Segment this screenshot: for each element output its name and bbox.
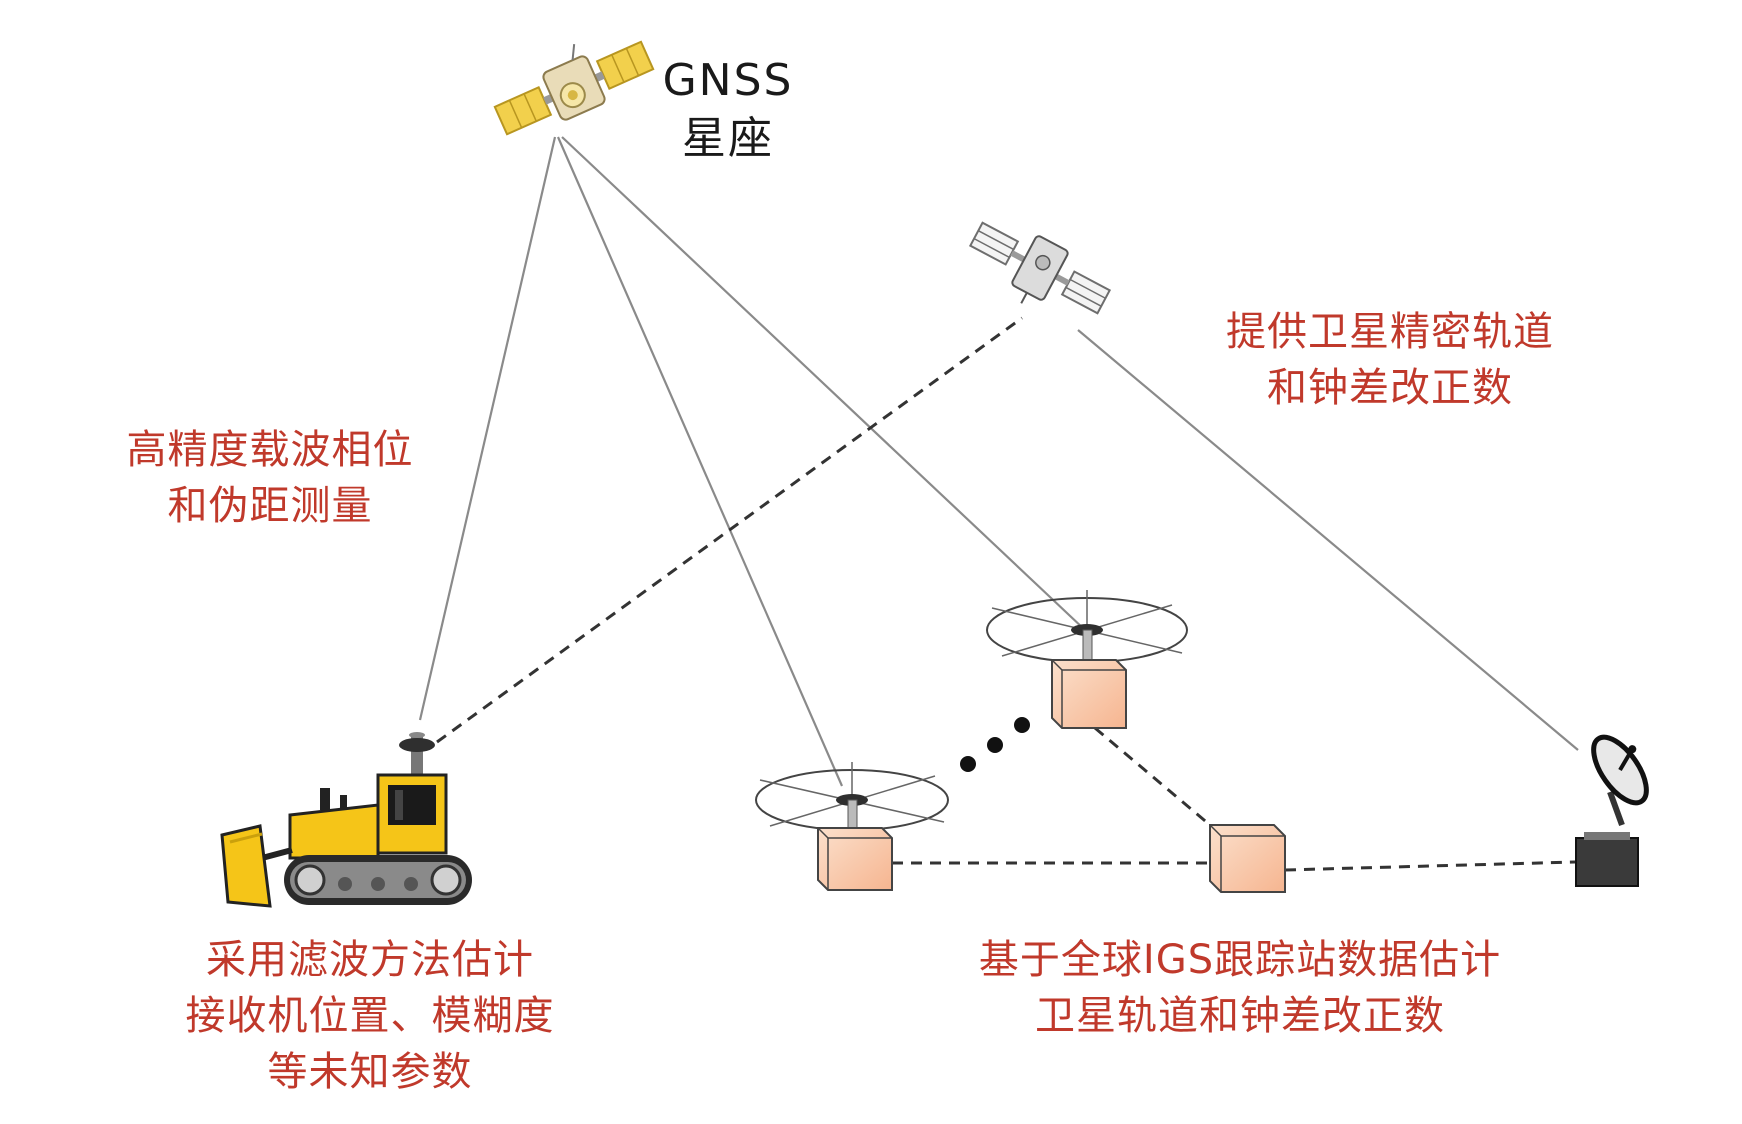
ellipsis-dot <box>1014 717 1030 733</box>
dashed-link-center-dish <box>1284 860 1576 872</box>
signal-line-dish <box>1077 329 1579 751</box>
ground-dish-icon <box>1575 734 1649 887</box>
igs-annotation-line1: 基于全球IGS跟踪站数据估计 <box>978 937 1502 983</box>
bulldozer-icon <box>220 732 472 908</box>
gnss-constellation-label: GNSS 星座 <box>648 52 808 168</box>
measurement-annotation-line2: 和伪距测量 <box>167 483 373 529</box>
igs-station-icon <box>1209 824 1286 893</box>
correction-annotation: 提供卫星精密轨道 和钟差改正数 <box>1180 304 1600 416</box>
measurement-annotation: 高精度载波相位 和伪距测量 <box>80 422 460 534</box>
signal-line-station-left <box>556 136 844 787</box>
receiver-annotation: 采用滤波方法估计 接收机位置、模糊度 等未知参数 <box>150 932 590 1100</box>
ellipsis-dot <box>987 737 1003 753</box>
correction-satellite-icon <box>968 221 1112 315</box>
signal-lines <box>418 136 1579 787</box>
dashed-link-station-top-center <box>1094 726 1211 827</box>
igs-annotation-line2: 卫星轨道和钟差改正数 <box>1035 993 1445 1039</box>
igs-station-icon <box>755 762 949 891</box>
receiver-annotation-line3: 等未知参数 <box>267 1049 473 1095</box>
signal-line-bulldozer <box>418 136 557 721</box>
correction-annotation-line2: 和钟差改正数 <box>1267 365 1513 411</box>
igs-station-icon <box>986 590 1188 729</box>
correction-annotation-line1: 提供卫星精密轨道 <box>1226 309 1554 355</box>
constellation-label-line1: GNSS <box>662 55 794 106</box>
signal-line-station-top <box>561 136 1086 631</box>
constellation-label-line2: 星座 <box>682 113 774 164</box>
ellipsis-dot <box>960 756 976 772</box>
data-links <box>436 316 1576 872</box>
station-ellipsis <box>960 717 1030 772</box>
dashed-link-bulldozer-satellite <box>436 316 1023 744</box>
measurement-annotation-line1: 高精度载波相位 <box>126 427 414 473</box>
receiver-annotation-line2: 接收机位置、模糊度 <box>185 993 555 1039</box>
igs-annotation: 基于全球IGS跟踪站数据估计 卫星轨道和钟差改正数 <box>920 932 1560 1044</box>
receiver-annotation-line1: 采用滤波方法估计 <box>206 937 534 983</box>
gnss-satellite-icon <box>493 40 655 136</box>
